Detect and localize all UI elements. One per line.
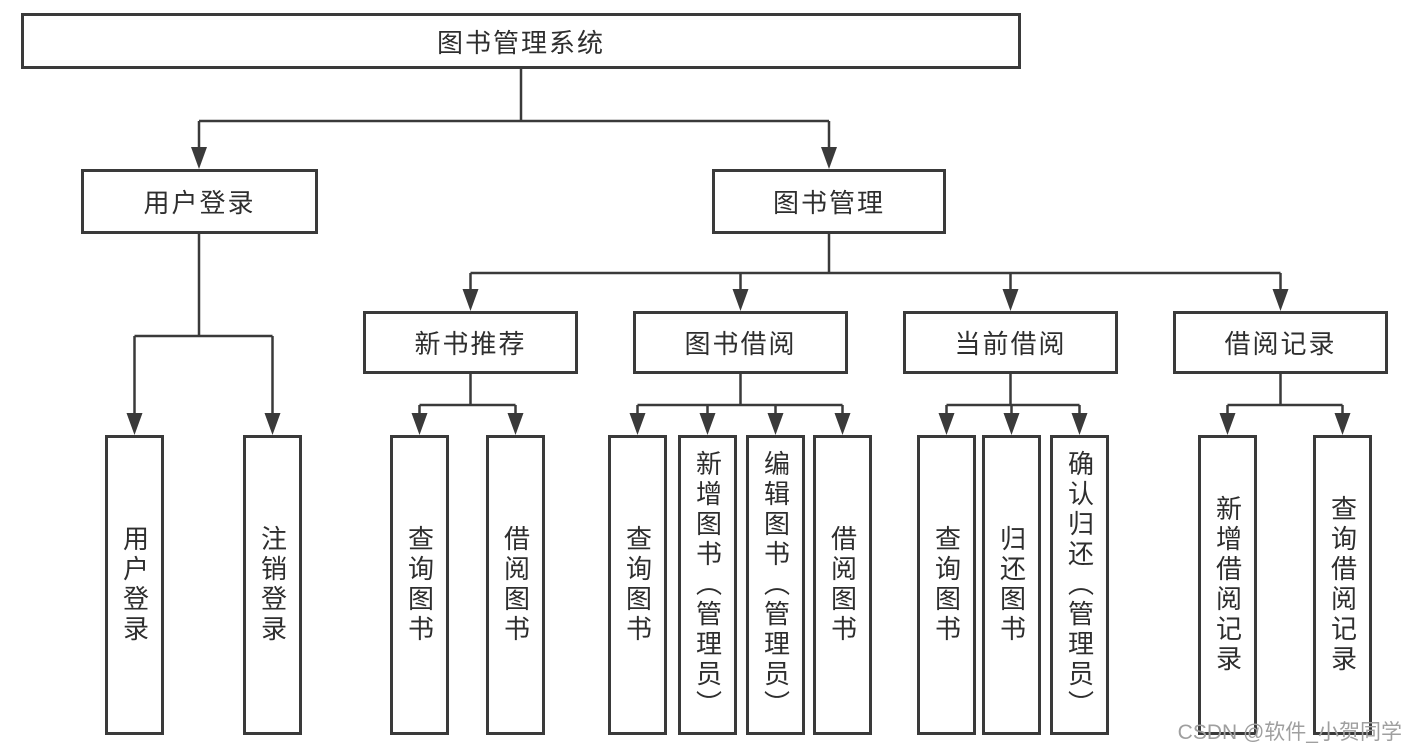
node-label: 用户登录 — [143, 188, 256, 218]
edge-borrowing-records-children — [1226, 374, 1344, 414]
edge-user-login-children — [133, 234, 274, 414]
node-label: 新书推荐 — [414, 329, 527, 359]
arrowhead — [264, 413, 281, 435]
node-label: 图书借阅 — [684, 329, 797, 359]
node-add-books-admin: 新增图书（管理员） — [678, 435, 737, 735]
node-logout-login: 注销登录 — [243, 435, 302, 735]
node-query-books-borrowing: 查询图书 — [608, 435, 667, 735]
arrowhead — [1219, 413, 1236, 435]
arrowhead — [191, 147, 207, 169]
node-label: 注销登录 — [257, 525, 288, 645]
edge-new-book-recommendation-children — [418, 374, 517, 414]
arrowhead — [1334, 413, 1351, 435]
arrowhead — [1272, 289, 1289, 311]
arrowhead — [462, 289, 479, 311]
node-label: 当前借阅 — [954, 329, 1067, 359]
arrowheads — [126, 147, 1351, 435]
node-label: 新增借阅记录 — [1212, 495, 1243, 675]
node-return-books: 归还图书 — [982, 435, 1041, 735]
arrowhead — [732, 289, 749, 311]
edge-root-to-level2 — [197, 69, 831, 148]
node-edit-books-admin: 编辑图书（管理员） — [746, 435, 805, 735]
node-book-borrowing: 图书借阅 — [633, 311, 848, 374]
node-label: 确认归还（管理员） — [1064, 450, 1095, 720]
node-add-borrow-record: 新增借阅记录 — [1198, 435, 1257, 735]
node-label: 归还图书 — [996, 525, 1027, 645]
edge-current-borrowing-children — [945, 374, 1081, 414]
node-user-login: 用户登录 — [81, 169, 318, 234]
edge-book-management-children — [469, 234, 1282, 290]
arrowhead — [1002, 289, 1019, 311]
node-confirm-return-admin: 确认归还（管理员） — [1050, 435, 1109, 735]
node-label: 查询图书 — [404, 525, 435, 645]
node-label: 借阅图书 — [500, 525, 531, 645]
node-borrowing-records: 借阅记录 — [1173, 311, 1388, 374]
arrowhead — [1071, 413, 1088, 435]
node-label: 借阅记录 — [1224, 329, 1337, 359]
node-label: 图书管理 — [772, 188, 885, 218]
node-borrow-books: 借阅图书 — [813, 435, 872, 735]
edge-book-borrowing-children — [636, 374, 844, 414]
node-query-books-recommend: 查询图书 — [390, 435, 449, 735]
node-query-books-current: 查询图书 — [917, 435, 976, 735]
node-borrow-books-recommend: 借阅图书 — [486, 435, 545, 735]
arrowhead — [1003, 413, 1020, 435]
arrowhead — [699, 413, 716, 435]
node-label: 查询图书 — [931, 525, 962, 645]
arrowhead — [507, 413, 524, 435]
node-label: 编辑图书（管理员） — [760, 450, 791, 720]
node-new-book-recommendation: 新书推荐 — [363, 311, 578, 374]
node-label: 新增图书（管理员） — [692, 450, 723, 720]
arrowhead — [629, 413, 646, 435]
arrowhead — [938, 413, 955, 435]
arrowhead — [767, 413, 784, 435]
node-book-management: 图书管理 — [712, 169, 946, 234]
arrowhead — [411, 413, 428, 435]
node-label: 查询借阅记录 — [1327, 495, 1358, 675]
arrowhead — [834, 413, 851, 435]
csdn-watermark: CSDN @软件_小贺同学 — [1177, 721, 1402, 744]
node-label: 借阅图书 — [827, 525, 858, 645]
node-current-borrowing: 当前借阅 — [903, 311, 1118, 374]
node-user-login-leaf: 用户登录 — [105, 435, 164, 735]
node-library-management-system: 图书管理系统 — [21, 13, 1021, 69]
node-query-borrow-record: 查询借阅记录 — [1313, 435, 1372, 735]
arrowhead — [821, 147, 837, 169]
node-label: 图书管理系统 — [436, 27, 605, 58]
node-label: 查询图书 — [622, 525, 653, 645]
node-label: 用户登录 — [119, 525, 150, 645]
arrowhead — [126, 413, 143, 435]
